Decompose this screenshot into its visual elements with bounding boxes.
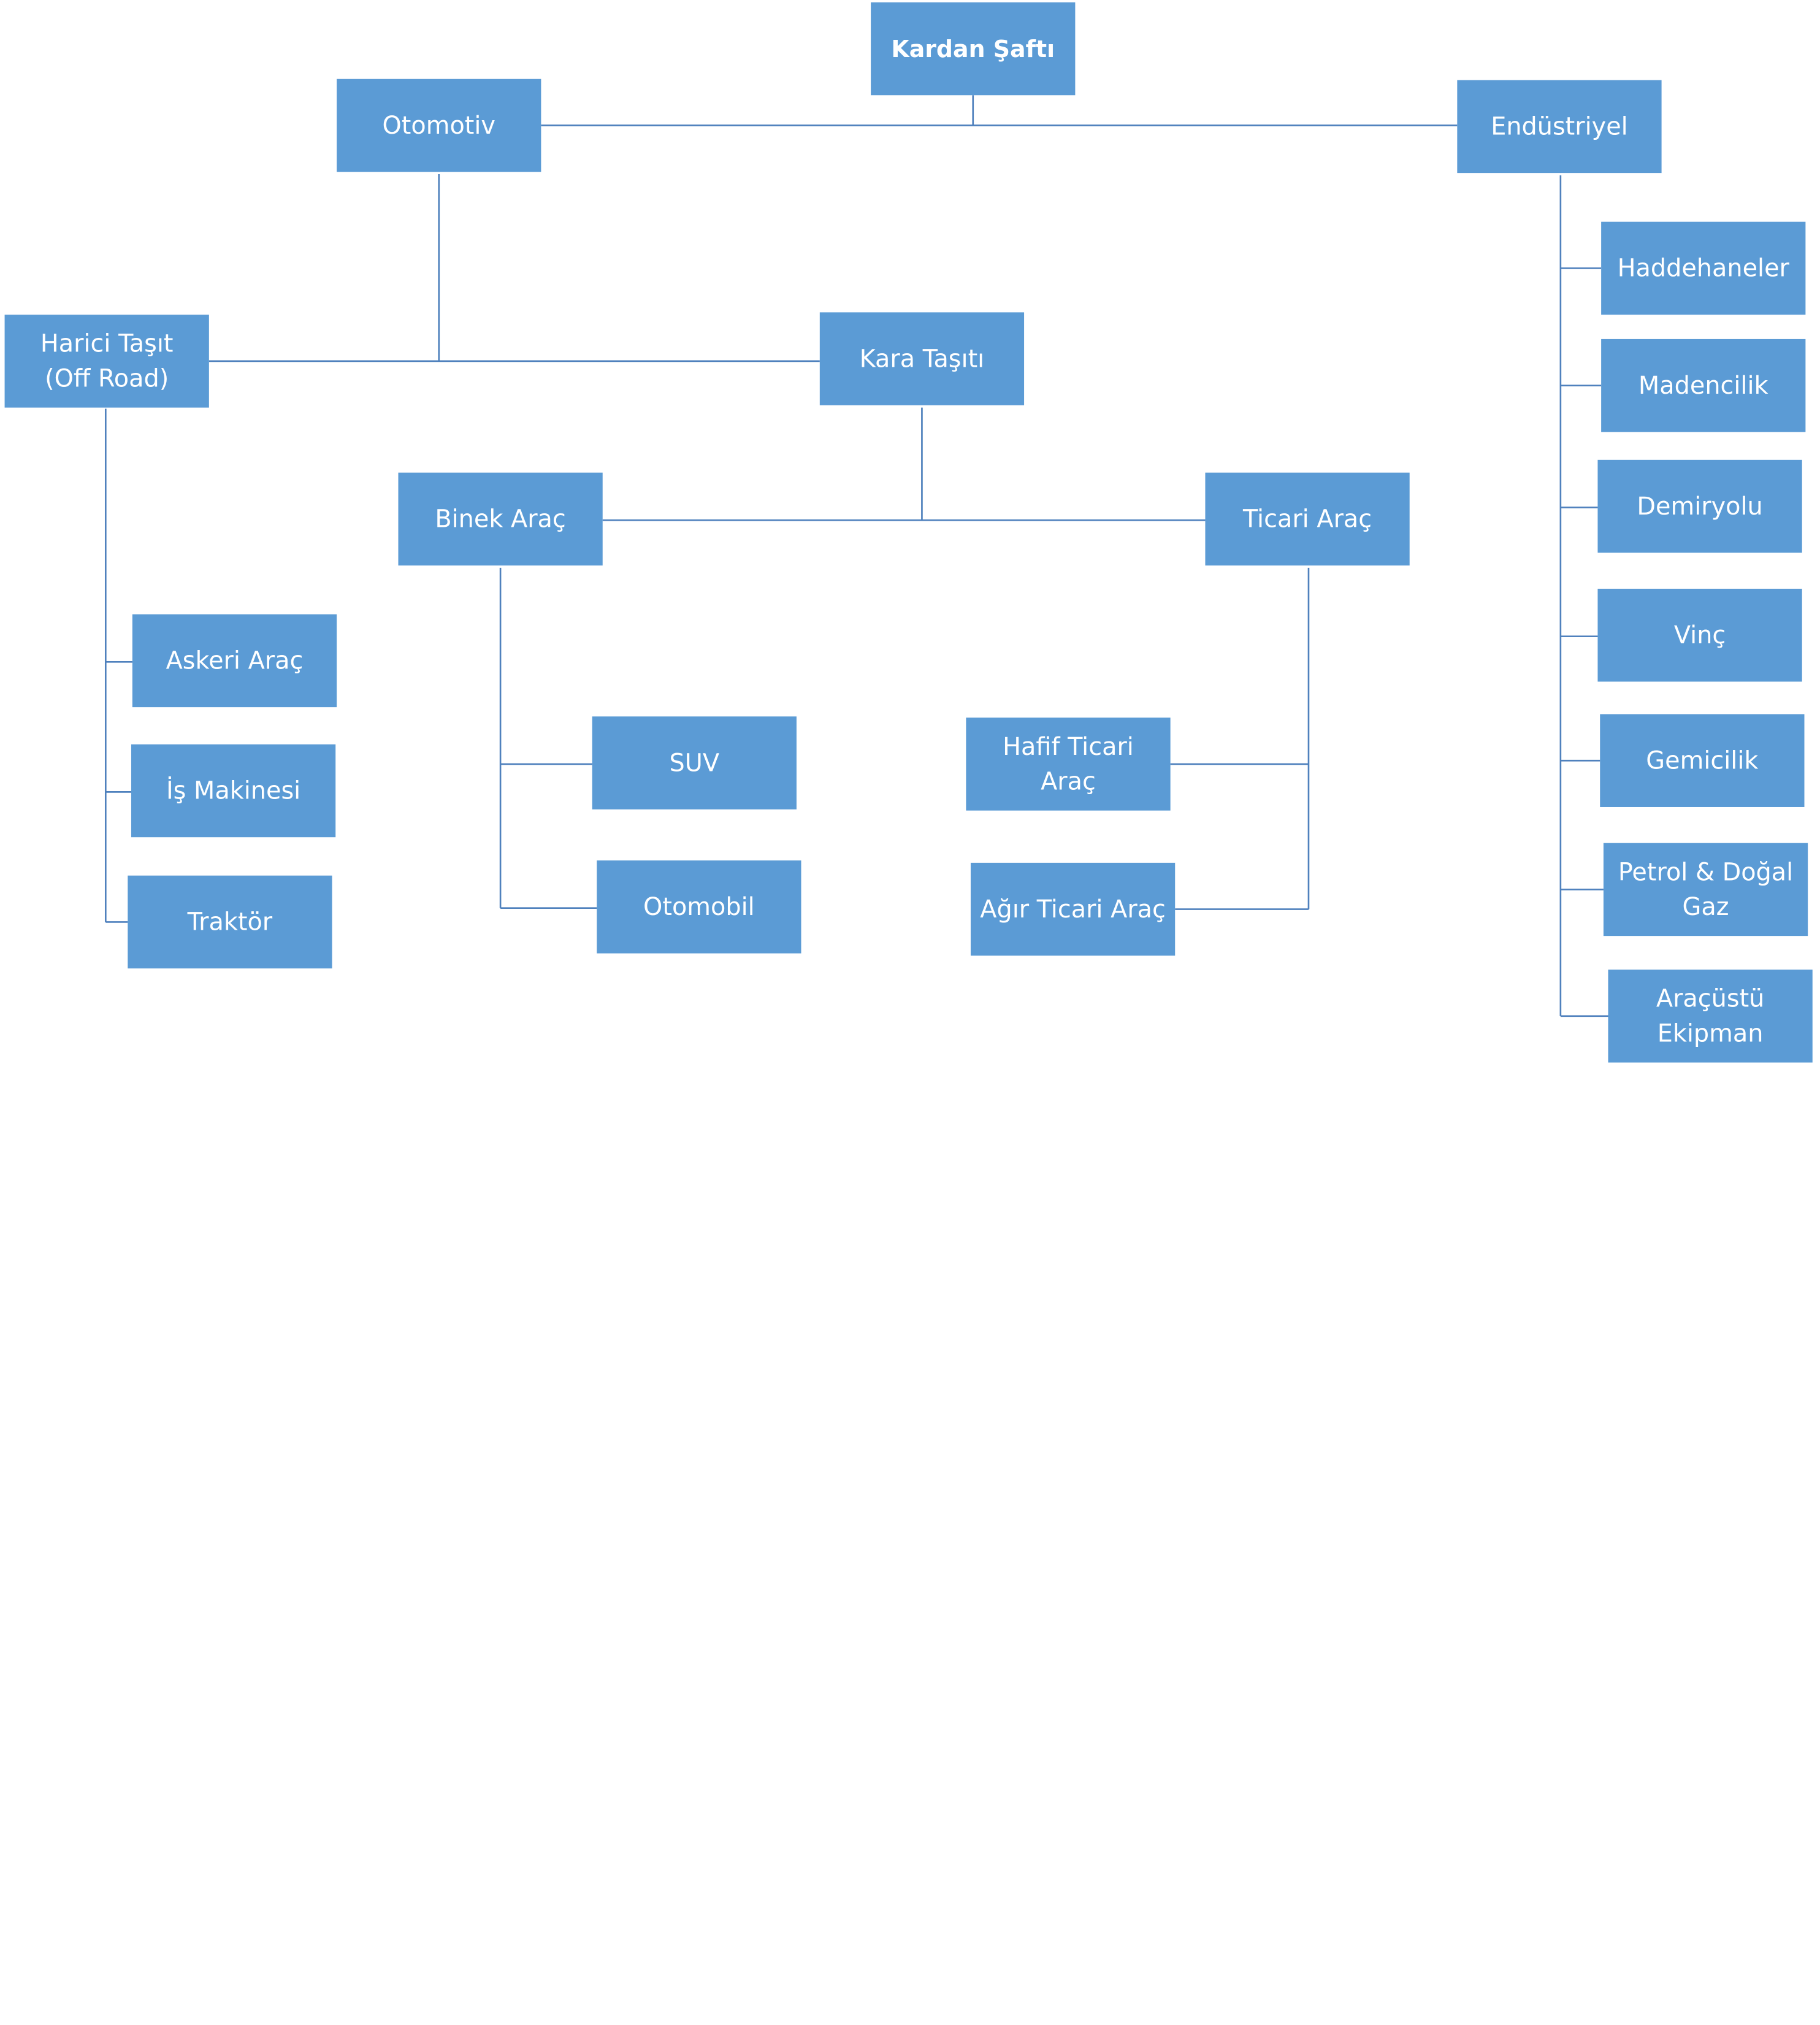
node-suv: SUV — [592, 716, 797, 810]
node-land-vehicle: Kara Taşıtı — [819, 312, 1025, 405]
node-car: Otomobil — [597, 860, 801, 954]
node-heavy-commercial: Ağır Ticari Araç — [970, 862, 1176, 956]
node-shipping: Gemicilik — [1600, 714, 1805, 807]
node-superstructure: Araçüstü Ekipman — [1608, 970, 1813, 1063]
node-rolling-mills: Haddehaneler — [1601, 221, 1806, 315]
node-tractor: Traktör — [128, 875, 332, 969]
node-root: Kardan Şaftı — [871, 2, 1076, 96]
node-oil-gas: Petrol & Doğal Gaz — [1603, 843, 1808, 936]
node-mining: Madencilik — [1601, 339, 1806, 432]
connector-lines — [104, 95, 1608, 1017]
node-military: Askeri Araç — [132, 614, 337, 708]
node-offroad: Harici Taşıt (Off Road) — [4, 315, 209, 408]
node-commercial: Ticari Araç — [1205, 472, 1410, 566]
node-construction: İş Makinesi — [131, 744, 336, 838]
node-passenger: Binek Araç — [398, 472, 603, 566]
node-crane: Vinç — [1597, 589, 1802, 682]
node-automotive: Otomotiv — [337, 78, 541, 172]
node-industrial: Endüstriyel — [1457, 80, 1662, 174]
node-light-commercial: Hafif Ticari Araç — [966, 718, 1171, 811]
node-railway: Demiryolu — [1597, 459, 1802, 553]
